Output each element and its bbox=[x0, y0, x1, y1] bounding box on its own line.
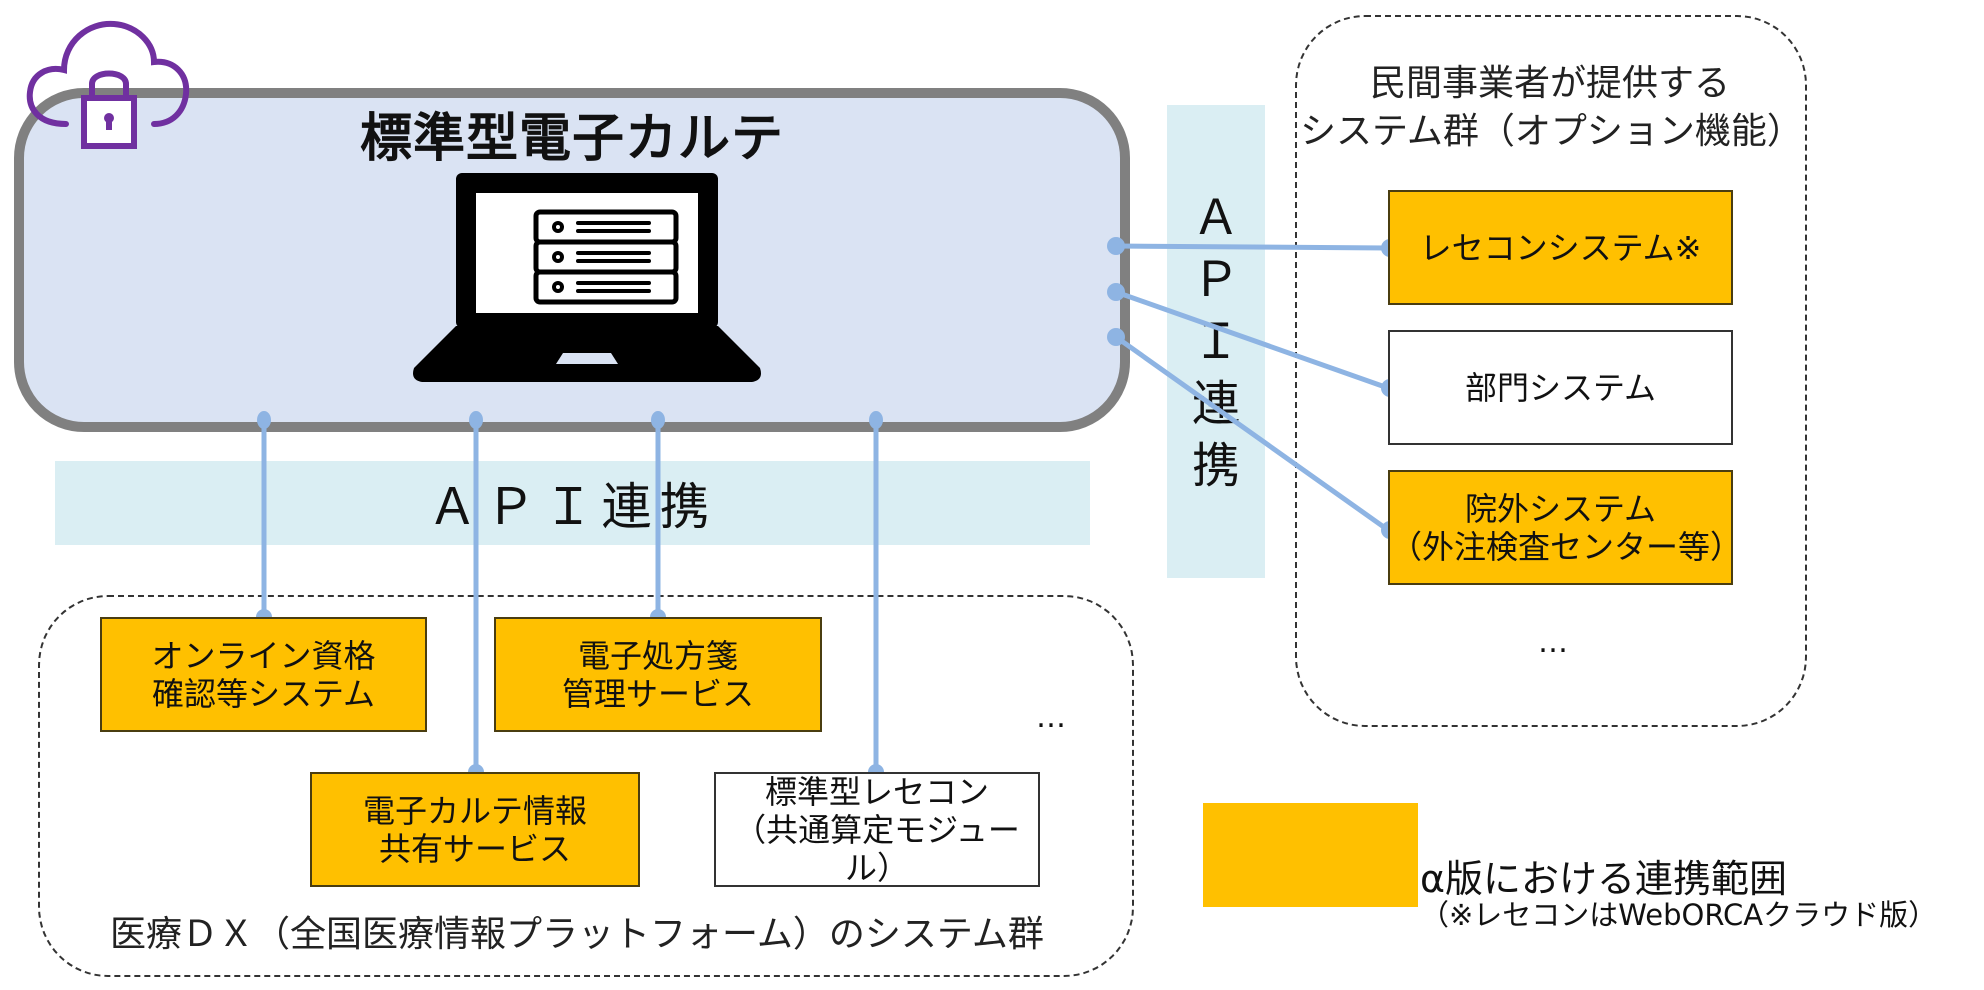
system-label: 部門システム bbox=[1464, 368, 1657, 407]
standard-ehr-title: 標準型電子カルテ bbox=[359, 109, 784, 169]
dx-group-ellipsis: … bbox=[1036, 700, 1068, 735]
api-vertical-char: Ｐ bbox=[1191, 251, 1240, 308]
system-sublabel: 共有サービス bbox=[378, 829, 571, 868]
api-integration-band-horizontal: ＡＰＩ連携 bbox=[55, 461, 1090, 545]
legend-swatch bbox=[1203, 803, 1418, 907]
system-sublabel: （外注検査センター等） bbox=[1390, 527, 1743, 566]
system-label: レセコンシステム※ bbox=[1419, 228, 1702, 267]
system-sublabel: 確認等システム bbox=[151, 674, 376, 713]
cloud-lock-icon bbox=[26, 20, 190, 149]
api-vertical-char: 連 bbox=[1191, 375, 1240, 432]
system-box-external[interactable]: 院外システム （外注検査センター等） bbox=[1388, 470, 1743, 585]
legend-label: α版における連携範囲 bbox=[1420, 857, 1788, 901]
private-group-title-line1: 民間事業者が提供する bbox=[1369, 63, 1730, 104]
system-label: 電子カルテ情報 bbox=[362, 791, 587, 830]
medical-dx-group-title: 医療ＤＸ（全国医療情報プラットフォーム）のシステム群 bbox=[110, 914, 1044, 955]
system-box-e-prescription[interactable]: 電子処方箋 管理サービス bbox=[494, 617, 822, 732]
system-box-ehr-sharing[interactable]: 電子カルテ情報 共有サービス bbox=[310, 772, 640, 887]
private-group-ellipsis: … bbox=[1538, 625, 1570, 660]
laptop-server-icon bbox=[413, 173, 761, 382]
api-vertical-char: Ａ bbox=[1191, 189, 1240, 246]
system-label: 電子処方箋 bbox=[577, 636, 738, 675]
system-box-standard-receipt[interactable]: 標準型レセコン （共通算定モジュール） bbox=[714, 772, 1040, 887]
api-vertical-char: 携 bbox=[1191, 437, 1240, 494]
system-box-online-eligibility[interactable]: オンライン資格 確認等システム bbox=[100, 617, 427, 732]
private-systems-group-title: 民間事業者が提供する システム群（オプション機能） bbox=[1300, 60, 1803, 156]
api-integration-label: ＡＰＩ連携 bbox=[427, 478, 718, 536]
system-label: オンライン資格 bbox=[151, 636, 376, 675]
system-sublabel: （共通算定モジュール） bbox=[734, 810, 1020, 887]
api-vertical-char: Ｉ bbox=[1191, 313, 1240, 370]
system-box-receipt-computer[interactable]: レセコンシステム※ bbox=[1388, 190, 1733, 305]
system-sublabel: 管理サービス bbox=[561, 674, 754, 713]
private-group-title-line2: システム群（オプション機能） bbox=[1300, 111, 1803, 152]
medical-dx-group bbox=[38, 595, 1134, 977]
api-integration-band-vertical: Ａ Ｐ Ｉ 連 携 bbox=[1167, 105, 1265, 578]
system-label: 院外システム bbox=[1464, 489, 1657, 528]
legend-note: （※レセコンはWebORCAクラウド版） bbox=[1420, 898, 1938, 932]
system-box-department[interactable]: 部門システム bbox=[1388, 330, 1733, 445]
system-label: 標準型レセコン bbox=[764, 772, 989, 811]
